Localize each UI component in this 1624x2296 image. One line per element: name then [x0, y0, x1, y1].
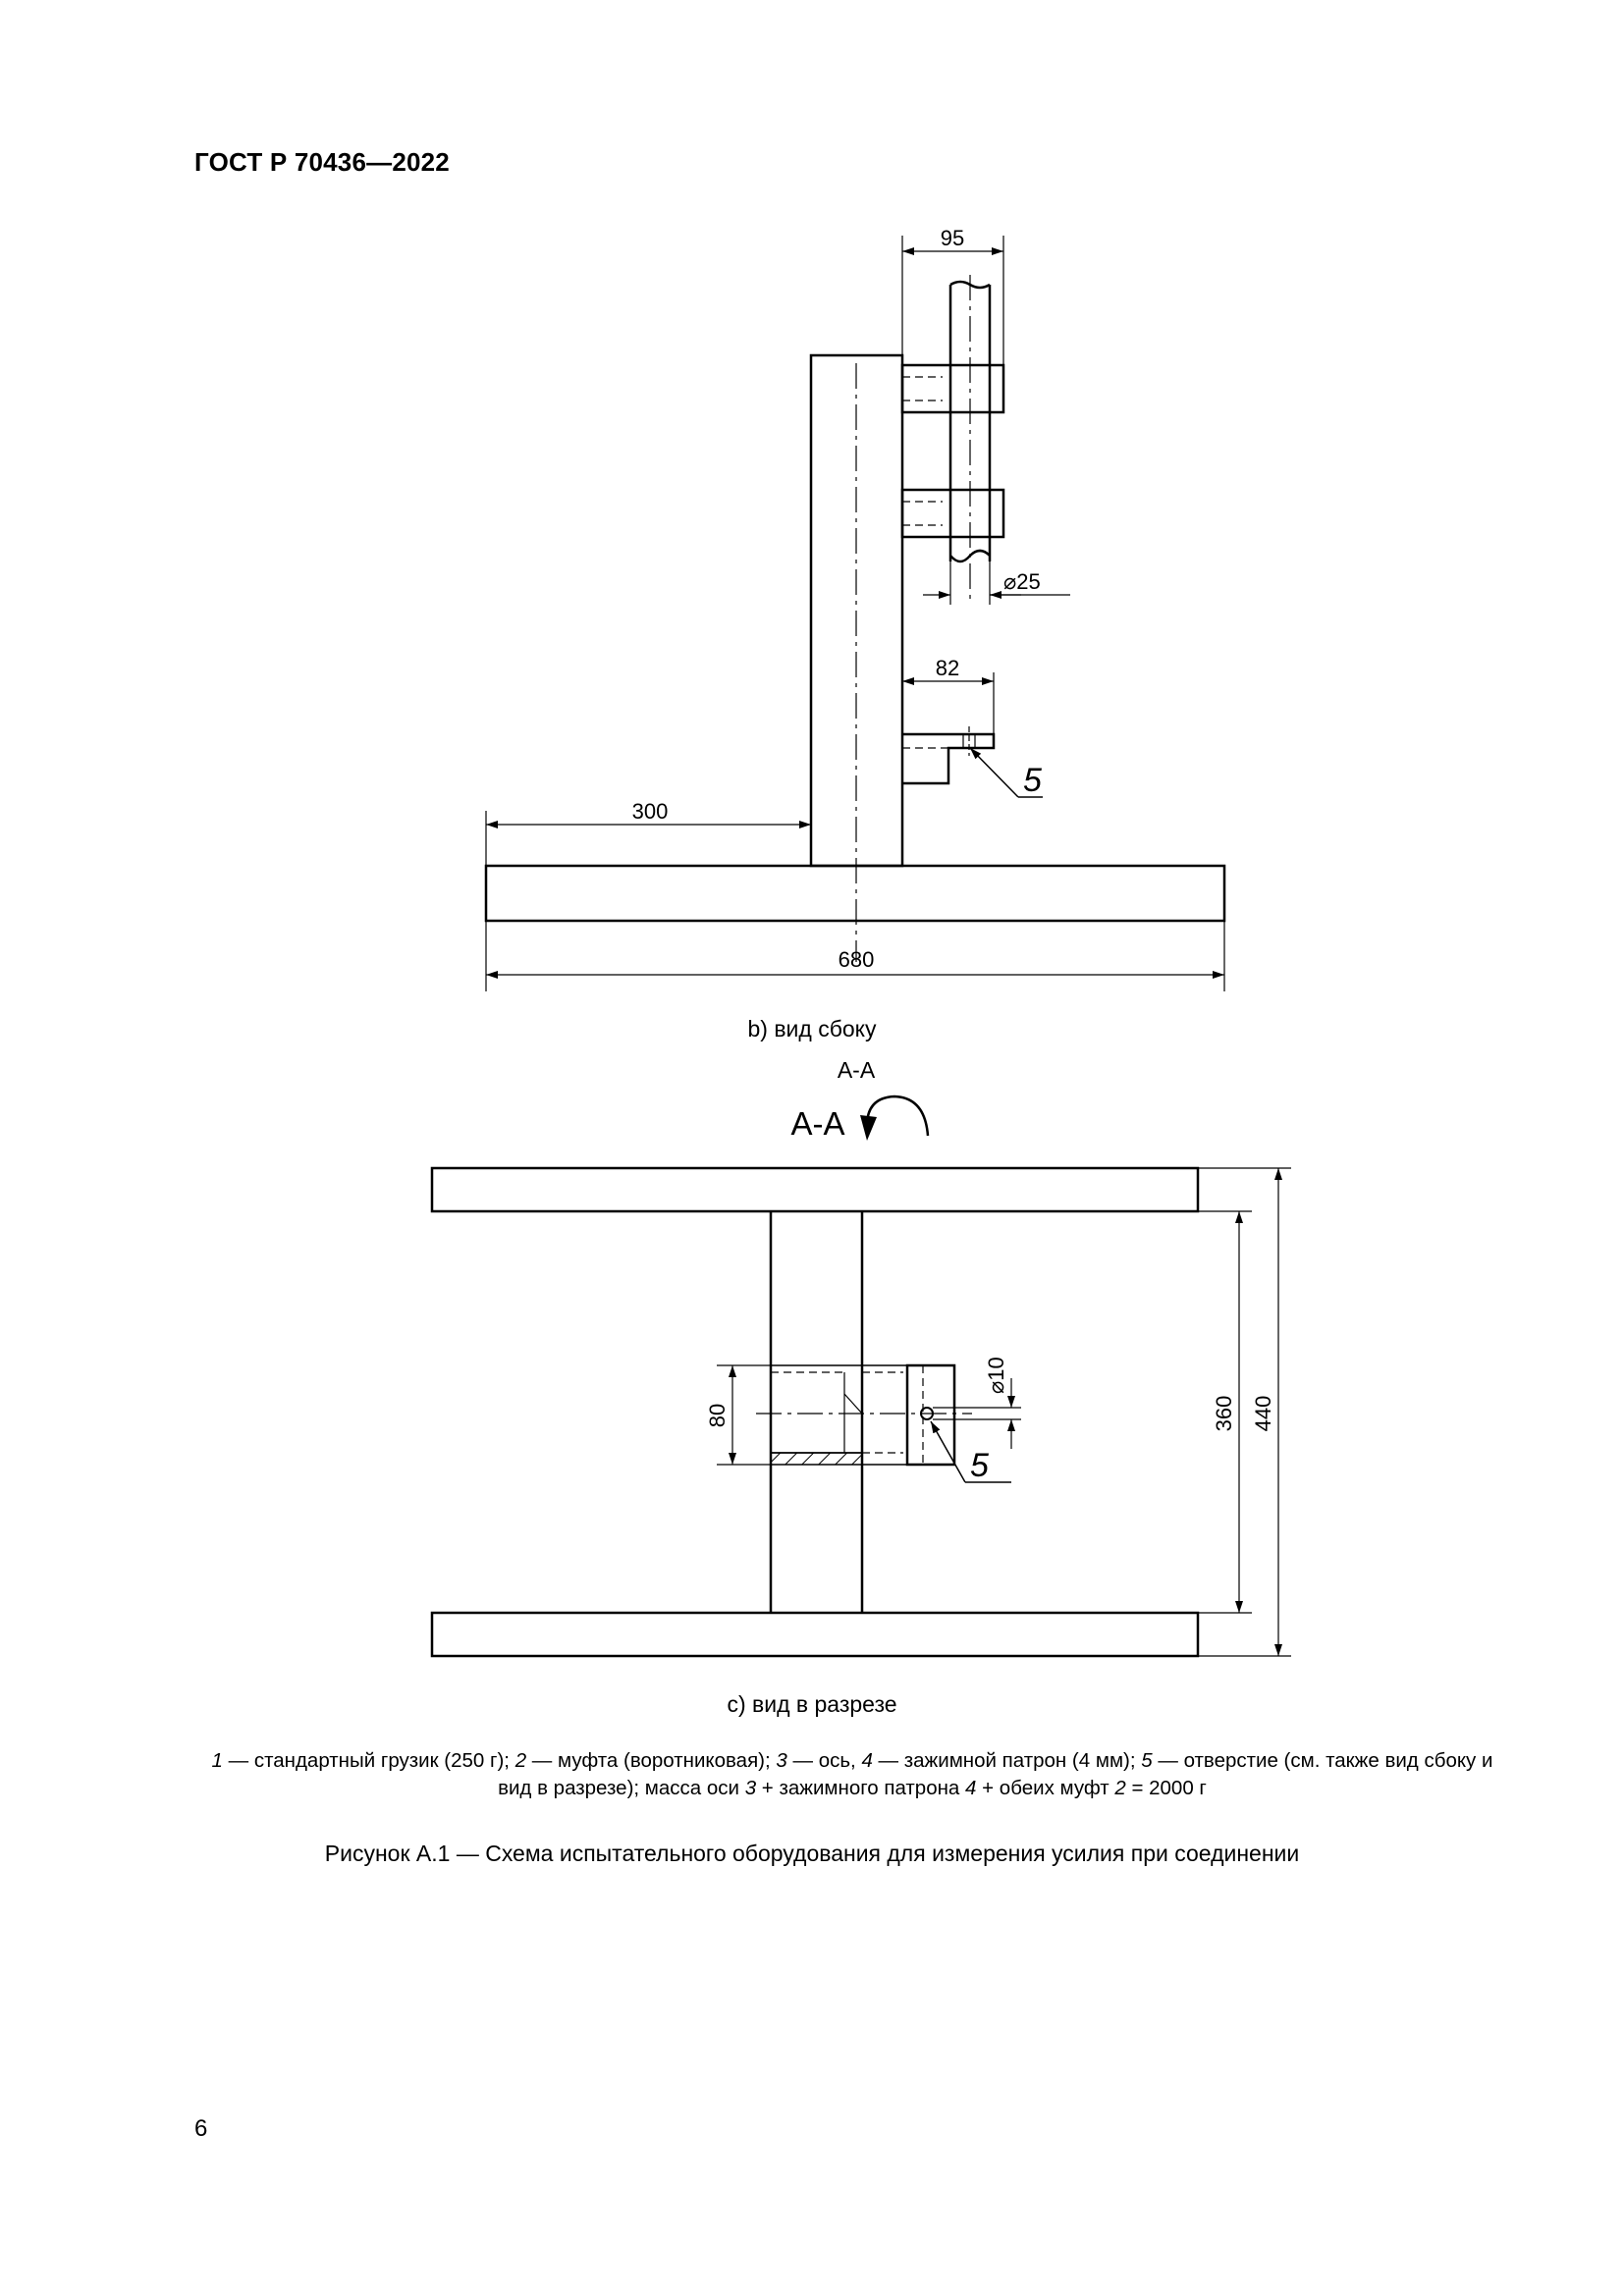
legend-item: 3 + зажимного патрона: [744, 1777, 966, 1799]
standard-header: ГОСТ Р 70436—2022: [194, 147, 450, 177]
section-heading-large: А-А: [790, 1105, 844, 1142]
page-number: 6: [194, 2115, 208, 2142]
side-callout-5: 5: [1023, 762, 1042, 799]
legend-item: 4 + обеих муфт: [965, 1777, 1115, 1799]
section-heading-small: А-А: [838, 1057, 876, 1083]
dim-360-label: 360: [1212, 1396, 1236, 1432]
side-base-plate: [484, 864, 1226, 923]
section-callout-5: 5: [970, 1447, 989, 1484]
dim-82-label: 82: [936, 656, 959, 680]
legend-item: 1 — стандартный грузик (250 г);: [211, 1749, 515, 1772]
side-view-dimension-labels: 95 ⌀25 82 300 680 5: [632, 226, 1042, 972]
section-block: [770, 1364, 863, 1454]
side-view-caption: b) вид сбоку: [747, 1016, 877, 1041]
dim-25-label: ⌀25: [1003, 569, 1041, 594]
lower-collar: [900, 488, 1005, 539]
legend-item: 2 = 2000 г: [1114, 1777, 1207, 1799]
dim-95-label: 95: [941, 226, 964, 250]
upper-collar: [900, 363, 1005, 414]
dim-80-label: 80: [705, 1404, 730, 1427]
dim-300-label: 300: [632, 799, 669, 824]
side-view-drawing: [484, 236, 1226, 991]
figure-legend: 1 — стандартный грузик (250 г); 2 — муфт…: [194, 1747, 1510, 1802]
section-view-drawing: [430, 1095, 1291, 1658]
section-top-plate: [430, 1166, 1200, 1213]
section-clamp: [861, 1364, 908, 1466]
section-view-labels: А-А А-А ⌀10 80 360 440 5: [705, 1057, 1275, 1484]
legend-item: 3 — ось,: [776, 1749, 862, 1772]
axis-rod: [948, 280, 992, 563]
rotation-arrow-icon: [865, 1095, 930, 1137]
section-hole: [920, 1407, 934, 1420]
figure-title: Рисунок А.1 — Схема испытательного обору…: [324, 1841, 1300, 1866]
legend-item: 2 — муфта (воротниковая);: [514, 1749, 777, 1772]
section-bottom-plate: [430, 1611, 1200, 1658]
legend-item: 5 — отверстие (см. также вид сбоку и вид…: [498, 1749, 1493, 1799]
dim-680-label: 680: [839, 947, 875, 972]
dim-440-label: 440: [1251, 1396, 1275, 1432]
legend-item: 4 — зажимной патрон (4 мм);: [861, 1749, 1142, 1772]
section-view-caption: c) вид в разрезе: [727, 1691, 897, 1717]
dim-10-label: ⌀10: [984, 1357, 1008, 1394]
